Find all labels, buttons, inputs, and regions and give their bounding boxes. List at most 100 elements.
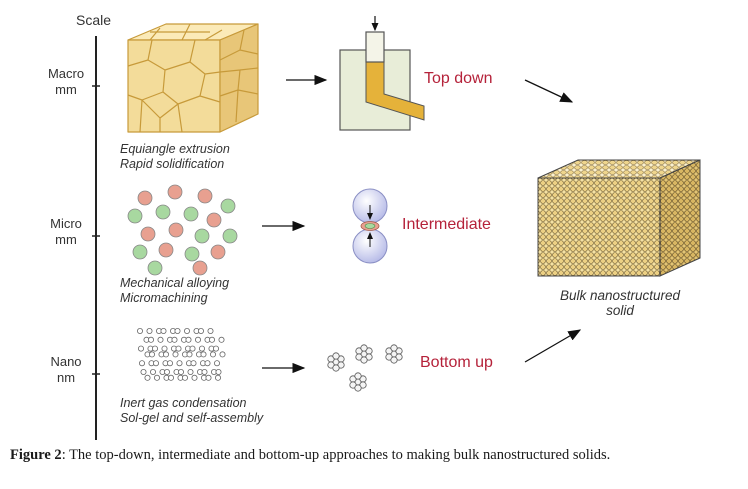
nano-particle — [181, 374, 188, 381]
sphere-particle — [184, 246, 200, 262]
arrow-bottom-up — [524, 329, 582, 363]
figure-caption-label: Figure 2 — [10, 447, 62, 463]
nano-particle — [190, 360, 197, 367]
sphere-particle — [183, 206, 199, 222]
arrow-top-down — [524, 79, 574, 103]
sphere-particles-icon — [127, 184, 238, 276]
nano-particle — [163, 368, 170, 375]
sphere-particle — [192, 260, 208, 276]
sphere-particle — [222, 228, 238, 244]
sphere-particle — [132, 244, 148, 260]
scale-title: Scale — [76, 12, 112, 28]
approach-bottom-up: Bottom up — [420, 354, 493, 371]
nano-particle — [185, 336, 192, 343]
nano-particle — [186, 351, 193, 358]
nano-particle — [176, 360, 183, 367]
sphere-particle — [167, 184, 183, 200]
figure-caption: Figure 2: The top-down, intermediate and… — [10, 447, 610, 464]
nano-particle — [208, 336, 215, 343]
nano-particle — [174, 327, 181, 334]
nano-particle — [166, 360, 173, 367]
sphere-particle — [168, 222, 184, 238]
nanostructured-cube-icon — [537, 159, 701, 277]
sphere-particle — [197, 188, 213, 204]
nano-particle — [201, 368, 208, 375]
sphere-particle — [137, 190, 153, 206]
nano-particle — [218, 336, 225, 343]
nano-particles-icon — [136, 327, 226, 381]
nano-particle — [144, 374, 151, 381]
nano-particle — [172, 351, 179, 358]
nano-particle — [157, 336, 164, 343]
nano-particle — [161, 345, 168, 352]
nano-particle — [151, 345, 158, 352]
cluster-particle — [354, 372, 362, 380]
nano-clusters-icon — [327, 344, 403, 392]
nano-particle — [200, 351, 207, 358]
nano-particle — [219, 351, 226, 358]
figure-caption-text: : The top-down, intermediate and bottom-… — [61, 447, 611, 463]
cluster-particle — [360, 344, 368, 352]
nano-particle — [171, 336, 178, 343]
cluster-particle — [390, 356, 398, 364]
nano-particle — [205, 374, 212, 381]
nano-particle — [183, 327, 190, 334]
cluster-particle — [332, 364, 340, 372]
nano-particle — [207, 327, 214, 334]
nano-particle — [146, 327, 153, 334]
cluster-particle — [354, 384, 362, 392]
nano-particle — [215, 368, 222, 375]
nano-particle — [197, 327, 204, 334]
nano-particle — [147, 336, 154, 343]
nano-particle — [160, 327, 167, 334]
nano-particle — [137, 345, 144, 352]
sphere-particle — [210, 244, 226, 260]
nano-particle — [149, 368, 156, 375]
nano-particle — [177, 368, 184, 375]
nano-particle — [212, 345, 219, 352]
nano-particle — [153, 374, 160, 381]
nano-particle — [194, 336, 201, 343]
nano-particle — [167, 374, 174, 381]
sphere-particle — [140, 226, 156, 242]
sphere-particle — [158, 242, 174, 258]
sphere-particle — [155, 204, 171, 220]
nano-particle — [204, 360, 211, 367]
nano-particle — [138, 360, 145, 367]
nano-particle — [187, 368, 194, 375]
nano-particle — [209, 351, 216, 358]
sphere-particle — [206, 212, 222, 228]
extrusion-die-icon — [339, 16, 425, 131]
cluster-particle — [360, 356, 368, 364]
nano-particle — [175, 345, 182, 352]
approach-top-down: Top down — [424, 70, 493, 87]
nano-particle — [140, 368, 147, 375]
grain-cube-icon — [127, 23, 259, 133]
nano-particle — [136, 327, 143, 334]
cluster-particle — [332, 352, 340, 360]
nano-particle — [148, 351, 155, 358]
cluster-particle — [390, 344, 398, 352]
nano-particle — [198, 345, 205, 352]
sphere-particle — [127, 208, 143, 224]
approach-intermediate: Intermediate — [402, 216, 491, 233]
nano-particle — [189, 345, 196, 352]
nano-particle — [214, 374, 221, 381]
nano-particle — [162, 351, 169, 358]
sphere-particle — [147, 260, 163, 276]
nano-particle — [213, 360, 220, 367]
nano-particle — [152, 360, 159, 367]
nano-particle — [191, 374, 198, 381]
sphere-particle — [194, 228, 210, 244]
sphere-particle — [220, 198, 236, 214]
ball-mill-icon — [352, 188, 388, 264]
